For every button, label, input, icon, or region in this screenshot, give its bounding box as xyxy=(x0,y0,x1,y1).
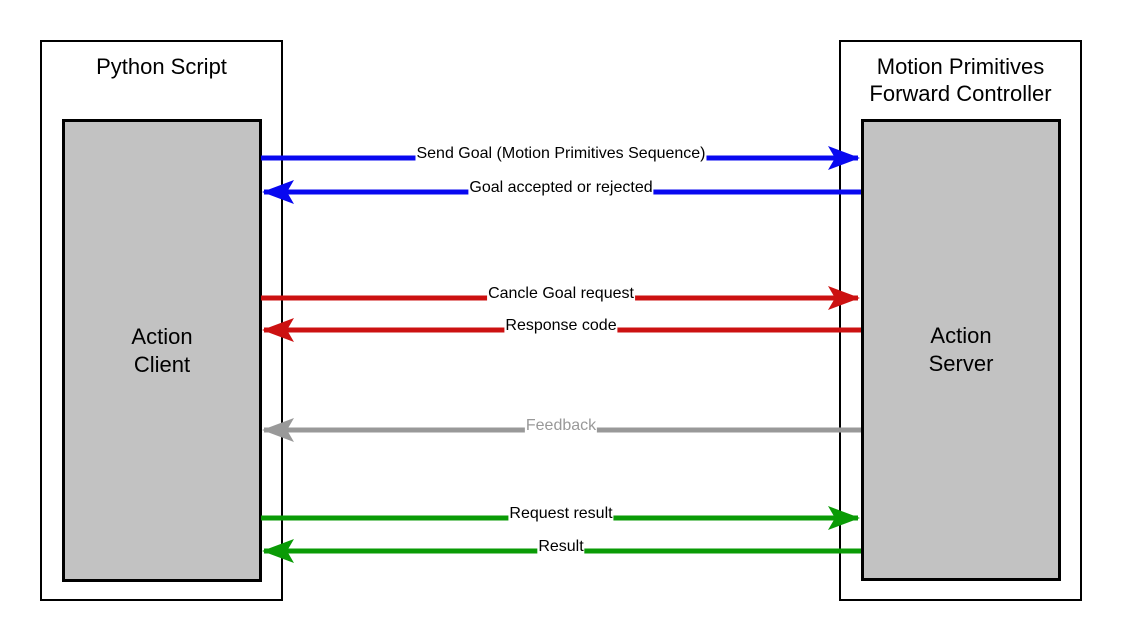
arrow-label: Request result xyxy=(508,505,614,523)
forward-controller-title-line2: Forward Controller xyxy=(869,81,1052,106)
action-server-label-line1: Action xyxy=(930,323,992,348)
arrow-label: Goal accepted or rejected xyxy=(468,179,654,197)
forward-controller-title-line1: Motion Primitives xyxy=(876,54,1045,79)
action-client-label-line1: Action xyxy=(131,323,193,349)
arrow-label: Result xyxy=(537,538,585,556)
arrow-label: Feedback xyxy=(524,417,598,435)
action-server-box: Action Server xyxy=(861,119,1061,581)
action-client-label-line2: Client xyxy=(133,351,191,377)
python-script-title: Python Script xyxy=(96,54,227,79)
arrow-label: Send Goal (Motion Primitives Sequence) xyxy=(415,145,707,163)
arrow-label: Response code xyxy=(504,317,618,335)
action-client-box: Action Client xyxy=(62,119,262,582)
arrow-label: Cancle Goal request xyxy=(487,285,635,303)
action-server-label-line2: Server xyxy=(928,351,994,376)
